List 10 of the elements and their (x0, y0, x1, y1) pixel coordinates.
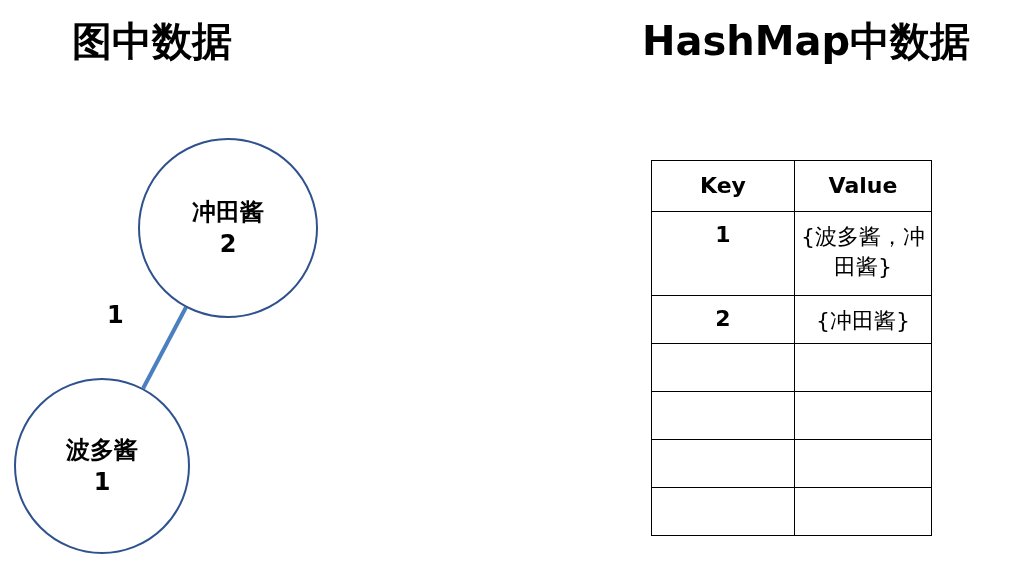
node-number: 2 (219, 229, 237, 260)
table-header: Key (651, 160, 795, 212)
connector-line (141, 306, 188, 390)
heading: HashMap中数据 (642, 17, 971, 66)
node-number: 1 (93, 467, 111, 498)
node-name: 冲田酱 (192, 197, 264, 228)
edge-label: 1 (107, 301, 124, 329)
node-name: 波多酱 (66, 435, 138, 466)
heading: 图中数据 (72, 17, 232, 66)
table-header: Value (794, 160, 932, 212)
